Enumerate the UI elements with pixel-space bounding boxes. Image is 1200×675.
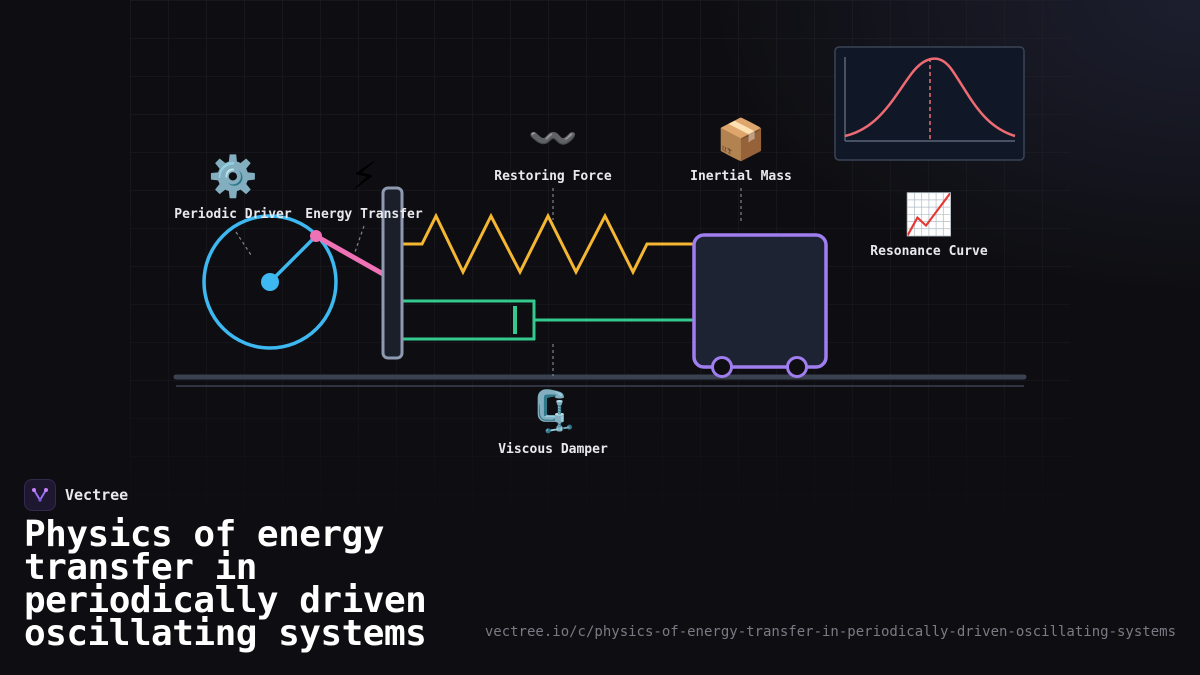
label-energy-transfer: Energy Transfer xyxy=(305,207,423,222)
driven-plate xyxy=(381,186,404,360)
resonance-curve xyxy=(844,57,1016,138)
leader-energy-transfer xyxy=(354,225,365,253)
lightning-icon: ⚡ xyxy=(350,154,378,200)
crank-pin xyxy=(310,230,322,242)
package-icon: 📦 xyxy=(716,116,766,163)
resonance-curve-panel xyxy=(834,46,1025,161)
page-title: Physics of energy transfer in periodical… xyxy=(24,514,427,654)
label-inertial-mass: Inertial Mass xyxy=(690,169,792,184)
cart-wheel-right xyxy=(786,356,808,378)
driver-wheel xyxy=(202,214,338,350)
chart-increasing-icon: 📈 xyxy=(904,191,954,238)
label-resonance-curve: Resonance Curve xyxy=(870,244,988,259)
wavy-line-icon: 〰️ xyxy=(528,116,578,162)
leader-periodic-driver xyxy=(235,231,252,256)
brand: Vectree xyxy=(24,479,128,511)
spring xyxy=(402,212,694,276)
brand-logo-icon xyxy=(24,479,56,511)
inertial-mass-block xyxy=(692,233,828,369)
clamp-icon: 🗜️ xyxy=(528,388,578,435)
connecting-rod xyxy=(313,233,386,277)
gear-icon: ⚙️ xyxy=(208,153,258,200)
label-periodic-driver: Periodic Driver xyxy=(174,207,292,222)
crank-arm xyxy=(268,234,318,284)
brand-name: Vectree xyxy=(65,486,129,504)
wheel-hub xyxy=(261,273,279,291)
label-restoring-force: Restoring Force xyxy=(494,169,612,184)
source-url: vectree.io/c/physics-of-energy-transfer-… xyxy=(484,624,1176,640)
label-viscous-damper: Viscous Damper xyxy=(498,442,608,457)
cart-wheel-left xyxy=(711,356,733,378)
